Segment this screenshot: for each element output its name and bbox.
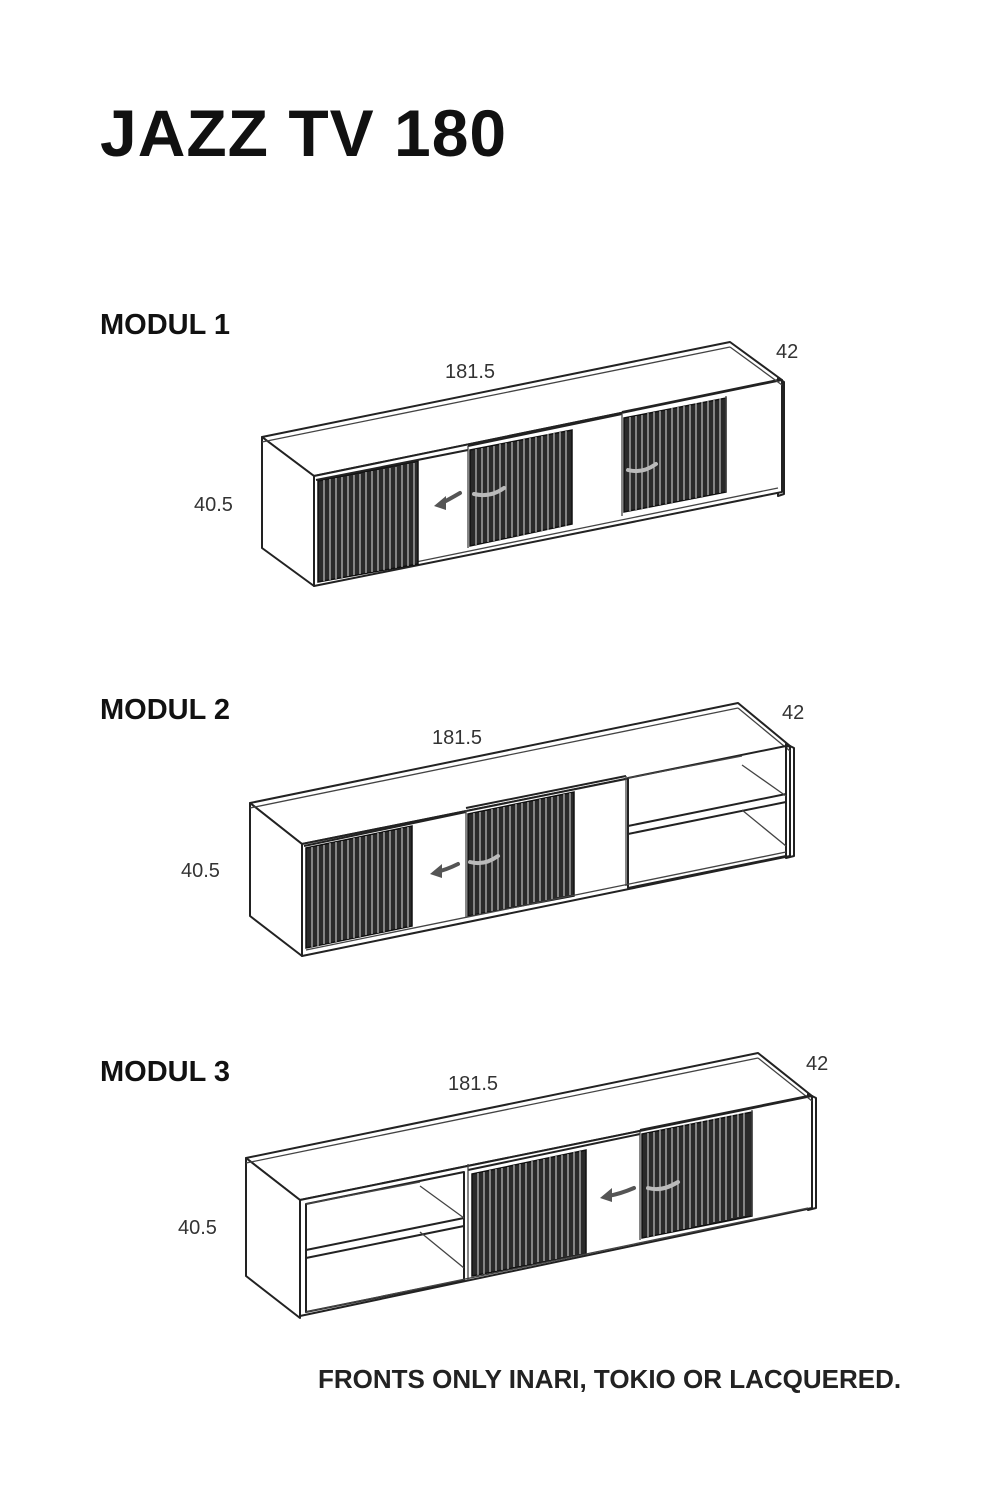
modul-1-width-dimension: 181.5 — [445, 361, 496, 383]
modul-1-door-3 — [623, 397, 727, 513]
modul-3-height-dimension: 40.5 — [178, 1217, 217, 1239]
fronts-note: FRONTS ONLY INARI, TOKIO OR LACQUERED. — [318, 1364, 902, 1394]
modul-1-door-2 — [469, 429, 573, 547]
modul-2-door-2 — [467, 791, 575, 917]
modul-2-depth-dimension: 42 — [782, 702, 805, 724]
modul-3-door-2 — [641, 1111, 753, 1239]
modul-3-label: MODUL 3 — [100, 1056, 230, 1088]
modul-2-label: MODUL 2 — [100, 694, 230, 726]
modul-3-left-side — [245, 1157, 301, 1319]
modul-3-width-dimension: 181.5 — [448, 1073, 499, 1095]
modul-3-drawing — [245, 1052, 817, 1319]
modul-2-width-dimension: 181.5 — [432, 727, 483, 749]
modul-1-drawing — [261, 341, 785, 587]
modul-1-door-1 — [317, 460, 419, 583]
modul-2-drawing — [249, 702, 795, 957]
modul-2-height-dimension: 40.5 — [181, 860, 220, 882]
page-title: JAZZ TV 180 — [100, 96, 508, 170]
modul-1-height-dimension: 40.5 — [194, 494, 233, 516]
modul-3-depth-dimension: 42 — [806, 1053, 829, 1075]
modul-1-label: MODUL 1 — [100, 309, 230, 341]
modul-1-depth-dimension: 42 — [776, 341, 799, 363]
modul-2-door-1 — [305, 825, 413, 949]
